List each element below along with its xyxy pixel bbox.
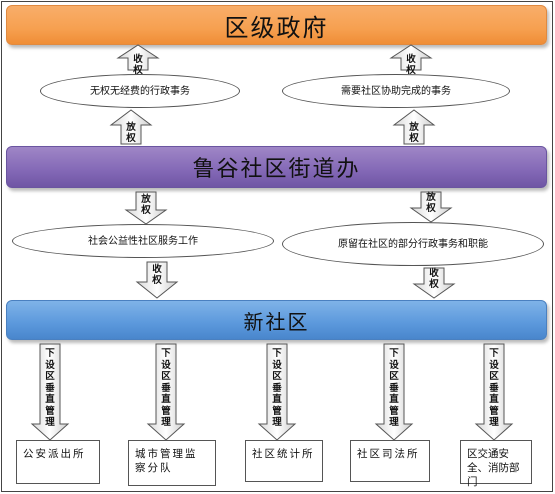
up-arrow-3 (109, 109, 153, 145)
vertical-management-label-5: 下设区垂直管理 (489, 348, 499, 428)
withdraw-label-1: 收权 (133, 54, 143, 76)
vertical-management-label-2: 下设区垂直管理 (161, 348, 171, 428)
delegate-label-3: 放权 (141, 194, 151, 216)
vertical-arrow-5 (474, 343, 514, 441)
down-arrow-1 (124, 191, 168, 225)
up-arrow-1 (116, 44, 160, 71)
down-arrow-4 (412, 267, 456, 299)
down-arrow-2 (409, 191, 453, 223)
vertical-arrow-4 (374, 343, 414, 441)
down-arrow-3 (135, 261, 179, 299)
public-welfare-ellipse: 社会公益性社区服务工作 (12, 224, 274, 258)
district-government-band: 区级政府 (6, 5, 547, 45)
statistics-office-box: 社区统计所 (245, 440, 323, 482)
traffic-fire-dept-box: 区交通安全、消防部门 (460, 440, 532, 488)
police-station-box: 公安派出所 (16, 440, 100, 484)
delegate-label-1: 放权 (126, 122, 136, 144)
ellipse-text: 社会公益性社区服务工作 (88, 235, 198, 247)
vertical-management-label-4: 下设区垂直管理 (389, 348, 399, 428)
up-arrow-4 (392, 109, 436, 145)
withdraw-label-2: 收权 (406, 54, 416, 76)
street-office-band: 鲁谷社区街道办 (6, 146, 547, 188)
vertical-arrow-1 (30, 343, 70, 441)
vertical-arrow-3 (257, 343, 297, 441)
vertical-management-label-3: 下设区垂直管理 (272, 348, 282, 428)
withdraw-label-3: 收权 (152, 264, 162, 286)
vertical-management-label-1: 下设区垂直管理 (45, 348, 55, 428)
assistance-affairs-ellipse: 需要社区协助完成的事务 (282, 74, 510, 108)
retained-admin-ellipse: 原留在社区的部分行政事务和职能 (282, 222, 544, 266)
ellipse-text: 需要社区协助完成的事务 (341, 85, 451, 97)
up-arrow-2 (389, 44, 433, 71)
ellipse-text: 无权无经费的行政事务 (90, 85, 190, 97)
new-community-band: 新社区 (6, 300, 547, 340)
ellipse-text: 原留在社区的部分行政事务和职能 (338, 238, 488, 250)
vertical-arrow-2 (146, 343, 186, 441)
judicial-office-box: 社区司法所 (350, 440, 430, 482)
delegate-label-2: 放权 (409, 122, 419, 144)
urban-inspection-box: 城市管理监察分队 (128, 440, 216, 486)
delegate-label-4: 放权 (426, 192, 436, 214)
withdraw-label-4: 收权 (429, 268, 439, 290)
no-power-affairs-ellipse: 无权无经费的行政事务 (40, 74, 240, 108)
